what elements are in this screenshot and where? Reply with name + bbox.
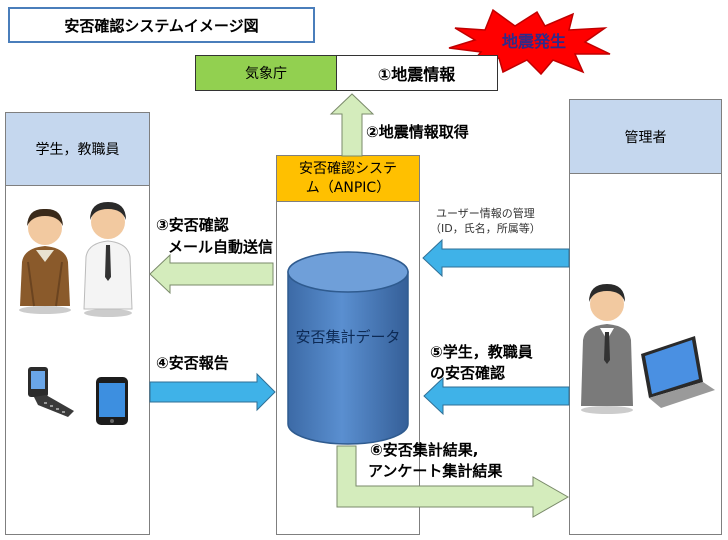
step3-label-line2: メール自動送信 bbox=[168, 238, 274, 256]
right-arrow-4 bbox=[149, 372, 276, 412]
jma-info: ①地震情報 bbox=[377, 65, 456, 84]
left-arrow-3 bbox=[149, 253, 274, 295]
students-column: 学生，教職員 bbox=[5, 112, 150, 535]
students-header: 学生，教職員 bbox=[6, 113, 149, 186]
system-header: 安否確認システ ム（ANPIC） bbox=[277, 156, 419, 202]
step4-label: ④安否報告 bbox=[156, 354, 229, 372]
left-arrow-admin bbox=[422, 238, 570, 278]
admin-manage-line2: （ID，氏名，所属等） bbox=[430, 222, 541, 235]
step6-label-line2: アンケート集計結果 bbox=[368, 462, 503, 480]
up-arrow-2 bbox=[329, 93, 375, 157]
teacher-person-icon bbox=[83, 202, 133, 317]
jma-box: 気象庁 ①地震情報 bbox=[195, 55, 498, 91]
bent-arrow-6 bbox=[336, 445, 570, 518]
step6-label-line1: ⑥安否集計結果, bbox=[370, 441, 479, 459]
admin-header: 管理者 bbox=[570, 100, 721, 174]
flip-phone-icon bbox=[28, 367, 74, 417]
database-label: 安否集計データ bbox=[295, 328, 401, 346]
jma-name: 気象庁 bbox=[196, 56, 337, 90]
step3-label-line1: ③安否確認 bbox=[156, 216, 229, 234]
step5-label-line2: の安否確認 bbox=[430, 364, 506, 382]
smartphone-icon bbox=[96, 377, 128, 425]
admin-laptop-icon bbox=[581, 284, 715, 414]
database-cylinder-icon bbox=[287, 251, 409, 445]
diagram-title: 安否確認システムイメージ図 bbox=[8, 7, 315, 43]
step5-label-line1: ⑤学生，教職員 bbox=[430, 343, 533, 361]
earthquake-burst-label: 地震発生 bbox=[501, 32, 566, 51]
admin-column: 管理者 bbox=[569, 99, 722, 535]
system-header-line2: ム（ANPIC） bbox=[305, 179, 391, 196]
student-person-icon bbox=[19, 208, 71, 314]
step2-label: ②地震情報取得 bbox=[366, 123, 469, 141]
left-arrow-5 bbox=[423, 376, 570, 416]
system-header-line1: 安否確認システ bbox=[299, 160, 397, 177]
admin-manage-line1: ユーザー情報の管理 bbox=[436, 207, 535, 220]
